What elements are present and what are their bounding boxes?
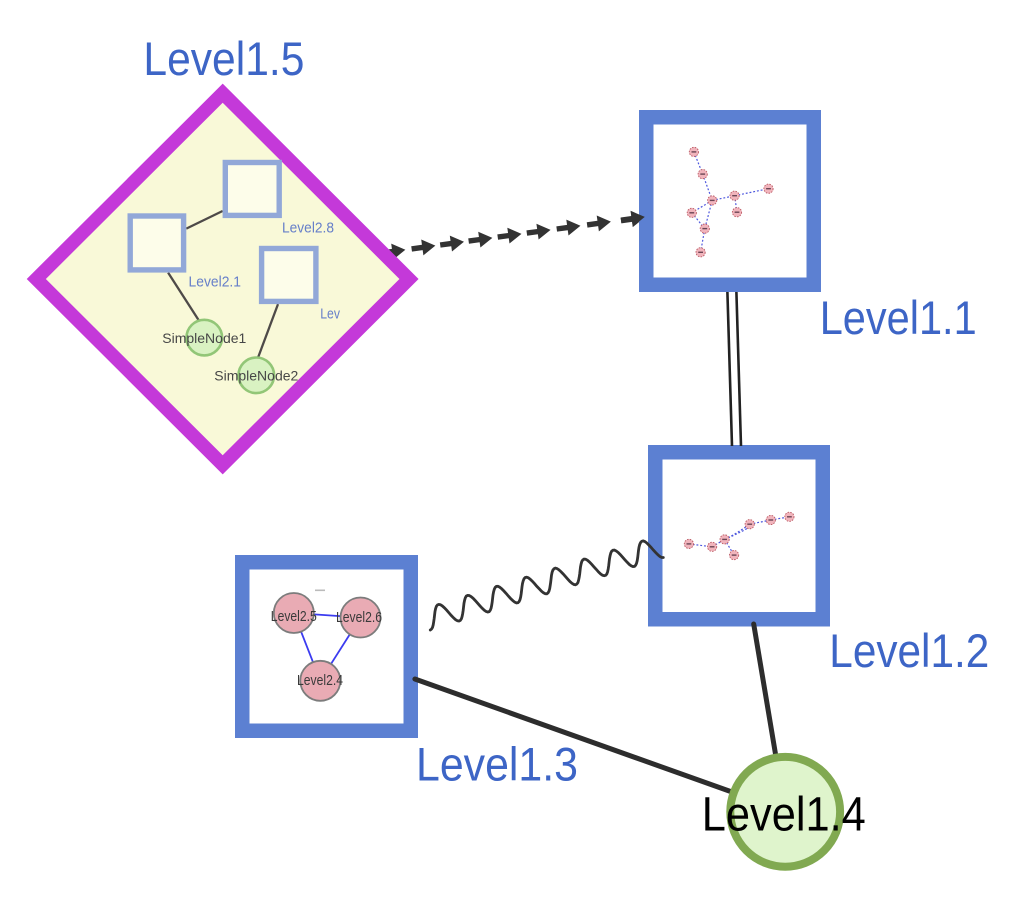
svg-text:SimpleNode1: SimpleNode1 xyxy=(162,330,246,346)
svg-text:SimpleNode2: SimpleNode2 xyxy=(214,368,298,384)
svg-text:Level1.3: Level1.3 xyxy=(416,738,578,791)
svg-text:Lev: Lev xyxy=(320,306,341,322)
svg-text:Level2.5: Level2.5 xyxy=(271,608,317,625)
svg-text:Level2.4: Level2.4 xyxy=(297,672,343,689)
svg-text:Level1.5: Level1.5 xyxy=(143,32,304,85)
svg-text:Level2.8: Level2.8 xyxy=(282,221,334,237)
svg-text:Level1.2: Level1.2 xyxy=(829,624,989,677)
svg-text:Level2.6: Level2.6 xyxy=(336,609,382,626)
svg-text:Level1.1: Level1.1 xyxy=(820,291,977,344)
svg-text:Level2.1: Level2.1 xyxy=(189,275,242,291)
svg-text:Level1.4: Level1.4 xyxy=(702,789,866,842)
